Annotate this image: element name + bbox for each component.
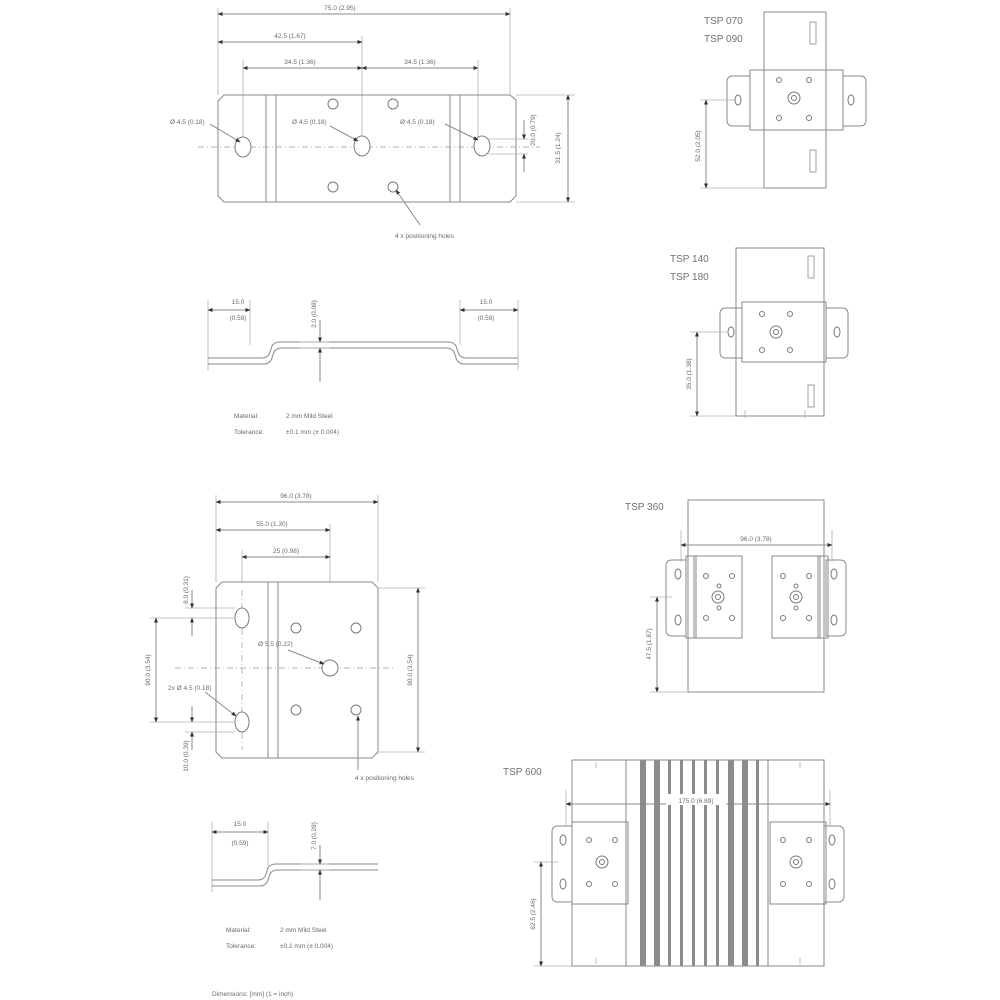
plate1-dim-height: 31.5 (1.24) [555,132,562,163]
plate2-tolerance-label: Tolerance: [226,943,256,950]
tsp360-dim-horizontal: 96.0 (3.78) [740,536,771,543]
plate2-labels: 96.0 (3.78) 55.0 (1.30) 25 (0.98) 8.0 (0… [145,493,415,782]
plate1-hole-right-label: Ø 4.5 (0.18) [400,119,435,126]
tsp360-dim-vertical: 47.5 (1.87) [646,628,653,659]
plate1-hole-center [353,135,371,157]
plate1-dim-right-small: 20.0 (0.79) [530,114,537,145]
plate2-drawing [150,495,425,770]
plate2-material-label: Material: [226,927,251,934]
plate2-hole-bottom [234,711,250,733]
tsp140-title-1: TSP 140 [670,254,709,265]
tsp140-labels: TSP 140 TSP 180 35.0 (1.38) [670,254,709,390]
plate1-dim-right-pitch: 34.5 (1.36) [404,59,435,66]
plate2-side-left: 15.0 [234,821,247,828]
plate2-hole-left-label: 2x Ø 4.5 (0.18) [168,685,211,692]
plate1-positioning-hole [387,181,399,193]
plate1-side-right: 15.0 [480,299,493,306]
plate1-tolerance-label: Tolerance: [234,429,264,436]
plate1-side-height: 2.0 (0.08) [311,300,318,328]
plate2-hole-center [321,659,339,677]
plate1-mounting-holes-note: 4 x positioning holes [395,233,455,240]
plate2-material-value: 2 mm Mild Steel [280,927,327,934]
plate1-tolerance-value: ±0.1 mm (± 0.004) [286,429,339,436]
plate1-labels: 75.0 (2.95) 42.5 (1.67) 34.5 (1.36) 34.5… [170,5,562,240]
plate1-hole-right [473,135,491,157]
tsp360-drawing [650,499,847,693]
plate2-dim-mid: 55.0 (1.30) [256,521,287,528]
plate1-side-right-sub: (0.59) [478,315,495,322]
tsp140-drawing [690,247,849,418]
tsp360-labels: TSP 360 96.0 (3.78) 47.5 (1.87) [625,502,772,660]
plate2-positioning-hole [350,704,362,716]
plate1-hole-left-label: Ø 4.5 (0.18) [170,119,205,126]
plate2-hole-top [234,607,250,629]
plate1-side-labels: 15.0 (0.59) 15.0 (0.59) 2.0 (0.08) Mater… [230,299,495,436]
plate2-dim-bottom-offset: 10.0 (0.39) [183,740,190,771]
plate1-positioning-hole [327,181,339,193]
plate2-mounting-holes-note: 4 x positioning holes [355,775,415,782]
plate2-positioning-hole [290,622,302,634]
plate2-dim-vertical-pitch: 90.0 (3.54) [145,654,152,685]
tsp140-title-2: TSP 180 [670,272,709,283]
plate2-side-labels: 15.0 (0.59) 7.0 (0.28) Material: 2 mm Mi… [212,821,333,998]
plate1-dim-to-center: 42.5 (1.67) [274,33,305,40]
tsp600-drawing [534,759,845,967]
plate2-side-view [211,822,378,900]
plate2-outline [215,581,379,759]
plate1-side-view [207,300,519,382]
plate2-dim-top-offset: 8.0 (0.31) [183,576,190,604]
plate1-positioning-hole [387,98,399,110]
plate2-dim-height: 90.0 (3.54) [407,654,414,685]
tsp600-title: TSP 600 [503,767,542,778]
plate2-positioning-hole [350,622,362,634]
plate2-positioning-hole [290,704,302,716]
tsp360-title: TSP 360 [625,502,664,513]
tsp140-dim-vertical: 35.0 (1.38) [686,358,693,389]
plate2-side-left-sub: (0.59) [232,840,249,847]
plate1-drawing [198,8,575,226]
plate1-dim-left-pitch: 34.5 (1.36) [284,59,315,66]
tsp600-dim-vertical: 62.5 (2.46) [530,898,537,929]
plate1-material-label: Material: [234,413,259,420]
plate2-hole-center-label: Ø 5.5 (0.22) [258,641,293,648]
tsp070-drawing [700,11,867,189]
plate1-hole-center-label: Ø 4.5 (0.18) [292,119,327,126]
plate1-dim-overall: 75.0 (2.95) [324,5,355,12]
tsp600-labels: TSP 600 175.0 (6.89) 62.5 (2.46) [503,767,726,930]
plate2-dim-overall: 96.0 (3.78) [280,493,311,500]
plate1-positioning-hole [327,98,339,110]
tsp600-dim-horizontal: 175.0 (6.89) [678,798,713,805]
plate1-side-left-sub: (0.59) [230,315,247,322]
plate1-material-value: 2 mm Mild Steel [286,413,333,420]
tsp070-title-2: TSP 090 [704,34,743,45]
tsp070-labels: TSP 070 TSP 090 52.0 (2.05) [695,16,743,162]
plate1-side-left: 15.0 [232,299,245,306]
tsp070-title-1: TSP 070 [704,16,743,27]
plate1-outline [217,94,517,203]
plate2-dim-small: 25 (0.98) [273,548,299,555]
plate2-dimensions-note: Dimensions: [mm] (1 = inch) [212,991,293,998]
tsp070-dim-vertical: 52.0 (2.05) [695,130,702,161]
plate2-side-height: 7.0 (0.28) [311,822,318,850]
plate2-tolerance-value: ±0.1 mm (± 0.004) [280,943,333,950]
